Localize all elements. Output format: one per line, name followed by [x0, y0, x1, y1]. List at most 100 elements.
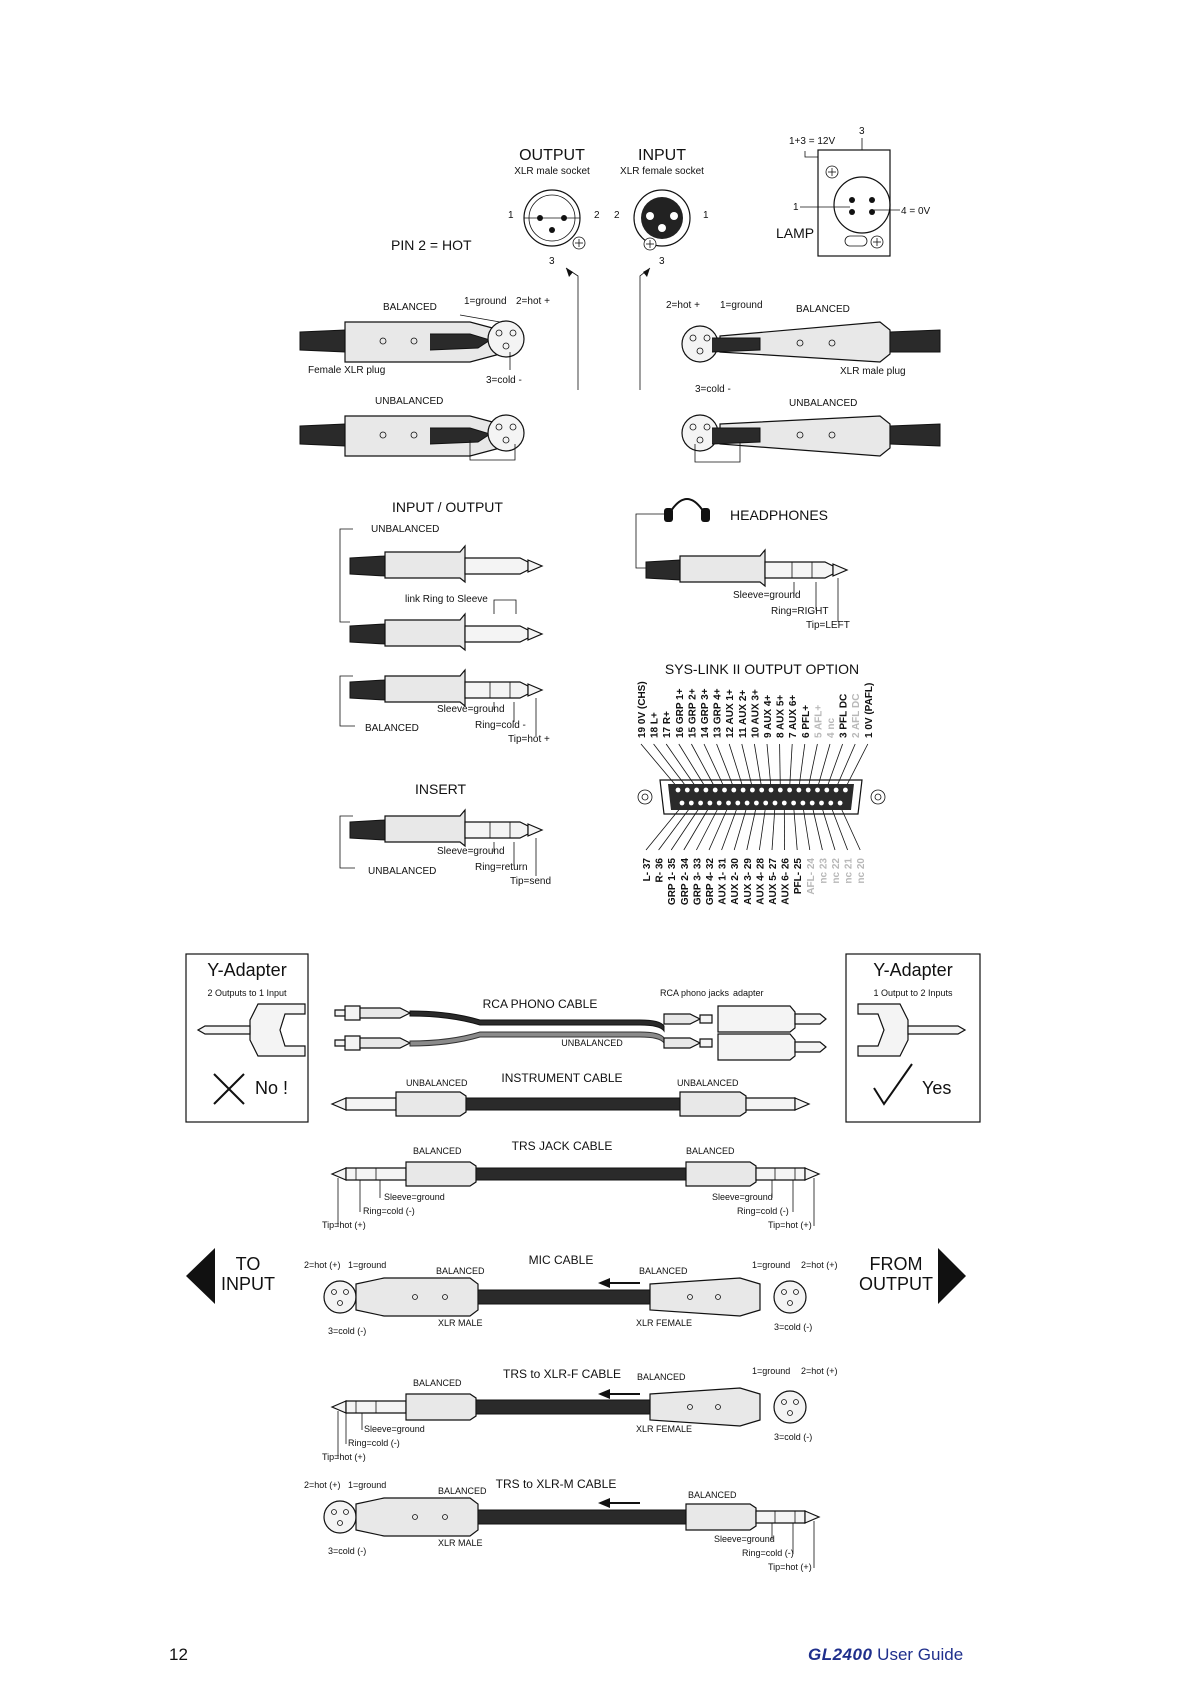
right-hot-label: 2=hot + [666, 300, 700, 311]
instrument-cable: INSTRUMENT CABLE UNBALANCED UNBALANCED [332, 1071, 809, 1116]
trsm-cold: 3=cold (-) [328, 1546, 366, 1556]
syslink-top-leader [836, 744, 855, 788]
trsm-right-balanced: BALANCED [688, 1490, 737, 1500]
syslink-bottom-leader [734, 806, 747, 850]
syslink-bottom-pin-label: nc 21 [844, 858, 855, 884]
rca-phono-cable: RCA PHONO CABLE RCA phono jacks adapter … [335, 988, 826, 1060]
syslink-top-leader [754, 744, 761, 788]
mic-left-cold: 3=cold (-) [328, 1326, 366, 1336]
link-ring-sleeve-label: link Ring to Sleeve [405, 594, 488, 605]
output-pin2-label: 2 [594, 210, 600, 221]
syslink-bottom-leader [772, 806, 775, 850]
output-subtitle: XLR male socket [514, 166, 590, 177]
ins-ring-label: Ring=return [475, 862, 528, 873]
syslink-pin-dot [759, 788, 764, 793]
syslink-top-pin-label: 11 AUX 2+ [738, 690, 749, 738]
syslink-top-leader [818, 744, 831, 788]
syslink-bottom-pin-label: AUX 1- 31 [718, 858, 729, 905]
syslink-pin-dot [713, 788, 718, 793]
syslink-top-leader [641, 744, 678, 788]
trsf-sleeve: Sleeve=ground [364, 1424, 425, 1434]
syslink-bottom-leader [812, 806, 822, 850]
rca-unbalanced-label: UNBALANCED [561, 1038, 623, 1048]
trsf-right-balanced: BALANCED [637, 1372, 686, 1382]
syslink-pin-dot [680, 801, 685, 806]
output-title: OUTPUT [519, 147, 585, 164]
syslink-bottom-leader [840, 806, 860, 850]
syslink-top-leader [767, 744, 771, 788]
left-cold-label: 3=cold - [486, 375, 522, 386]
trs-left-balanced: BALANCED [413, 1146, 462, 1156]
hp-ring-label: Ring=RIGHT [771, 606, 829, 617]
syslink-pin-dot [797, 788, 802, 793]
right-unbalanced-label: UNBALANCED [789, 398, 857, 409]
from-output-line2: OUTPUT [859, 1274, 933, 1294]
syslink-pin-dot [722, 788, 727, 793]
trsf-hot: 2=hot (+) [801, 1366, 838, 1376]
syslink-pin-dot [763, 801, 768, 806]
adapter-label: adapter [733, 988, 764, 998]
pin2-hot-note: PIN 2 = HOT [391, 237, 472, 253]
mic-xlr-male: XLR MALE [438, 1318, 483, 1328]
trs-jack-cable: TRS JACK CABLE BALANCED BALANCED Sleeve=… [322, 1139, 819, 1230]
io-balanced-label: BALANCED [365, 723, 419, 734]
syslink-top-leader [742, 744, 753, 788]
syslink-pin-dot [676, 788, 681, 793]
trs-right-sleeve: Sleeve=ground [712, 1192, 773, 1202]
yadapter-right-verdict: Yes [922, 1078, 951, 1098]
female-xlr-plug-label: Female XLR plug [308, 365, 385, 376]
xlr-male-socket-icon [524, 190, 585, 249]
syslink-top-pin-label: 7 AUX 6+ [788, 695, 799, 738]
trs-to-xlrf-cable: TRS to XLR-F CABLE BALANCED BALANCED 1=g… [322, 1366, 838, 1462]
syslink-pin-dot [834, 788, 839, 793]
lamp-0v-label: 4 = 0V [901, 206, 931, 217]
hp-tip-label: Tip=LEFT [806, 620, 850, 631]
mic-right-ground: 1=ground [752, 1260, 790, 1270]
mic-xlr-female: XLR FEMALE [636, 1318, 692, 1328]
syslink-top-pin-label: 17 R+ [662, 711, 673, 738]
syslink-top-pin-label: 14 GRP 3+ [700, 688, 711, 738]
syslink-bottom-leader [684, 806, 710, 850]
input-pin1-label: 1 [703, 210, 709, 221]
brand-logo: GL2400 [808, 1645, 872, 1664]
lamp-title: LAMP [776, 225, 814, 241]
syslink-top-leader [799, 744, 805, 788]
xlr-female-socket-icon [634, 190, 690, 250]
syslink-bottom-pin-label: AUX 5- 27 [768, 858, 779, 905]
syslink-top-pin-label: 12 AUX 1+ [725, 689, 736, 738]
user-guide-label: User Guide [877, 1645, 963, 1664]
syslink-bottom-leader [794, 806, 798, 850]
syslink-bottom-leader [747, 806, 757, 850]
yadapter-left-title: Y-Adapter [207, 960, 286, 980]
headphones-wiring: HEADPHONES Sleeve=ground Ring=RIGHT Tip=… [636, 499, 850, 631]
syslink-pin-dot [726, 801, 731, 806]
syslink-top-pin-label: 16 GRP 1+ [675, 688, 686, 738]
syslink-pin-dot [773, 801, 778, 806]
instr-right-unbalanced: UNBALANCED [677, 1078, 739, 1088]
syslink-bottom-pin-label: AUX 4- 28 [755, 858, 766, 905]
syslink-top-leader [780, 744, 781, 788]
input-pin3-label: 3 [659, 256, 665, 267]
syslink-pin-dot [735, 801, 740, 806]
trs-to-xlrm-cable: TRS to XLR-M CABLE 2=hot (+) 1=ground BA… [304, 1477, 819, 1572]
syslink-pin-dot [806, 788, 811, 793]
syslink-top-pin-label: 10 AUX 3+ [750, 689, 761, 738]
arrow-right-icon [938, 1248, 966, 1304]
insert-title: INSERT [415, 781, 467, 797]
syslink-pin-dot [750, 788, 755, 793]
syslink-pin-dot [791, 801, 796, 806]
mic-left-hot: 2=hot (+) [304, 1260, 341, 1270]
ins-sleeve-label: Sleeve=ground [437, 846, 505, 857]
output-pin3-label: 3 [549, 256, 555, 267]
right-balanced-label: BALANCED [796, 304, 850, 315]
syslink-pin-dot [778, 788, 783, 793]
left-unbalanced-label: UNBALANCED [375, 396, 443, 407]
syslink-pin-dot [801, 801, 806, 806]
syslink-top-leader [790, 744, 793, 788]
right-ground-label: 1=ground [720, 300, 763, 311]
right-cold-label: 3=cold - [695, 384, 731, 395]
from-output-line1: FROM [870, 1254, 923, 1274]
lamp-socket-icon [818, 150, 890, 256]
trsm-left-balanced: BALANCED [438, 1486, 487, 1496]
syslink-bottom-leader [696, 806, 719, 850]
